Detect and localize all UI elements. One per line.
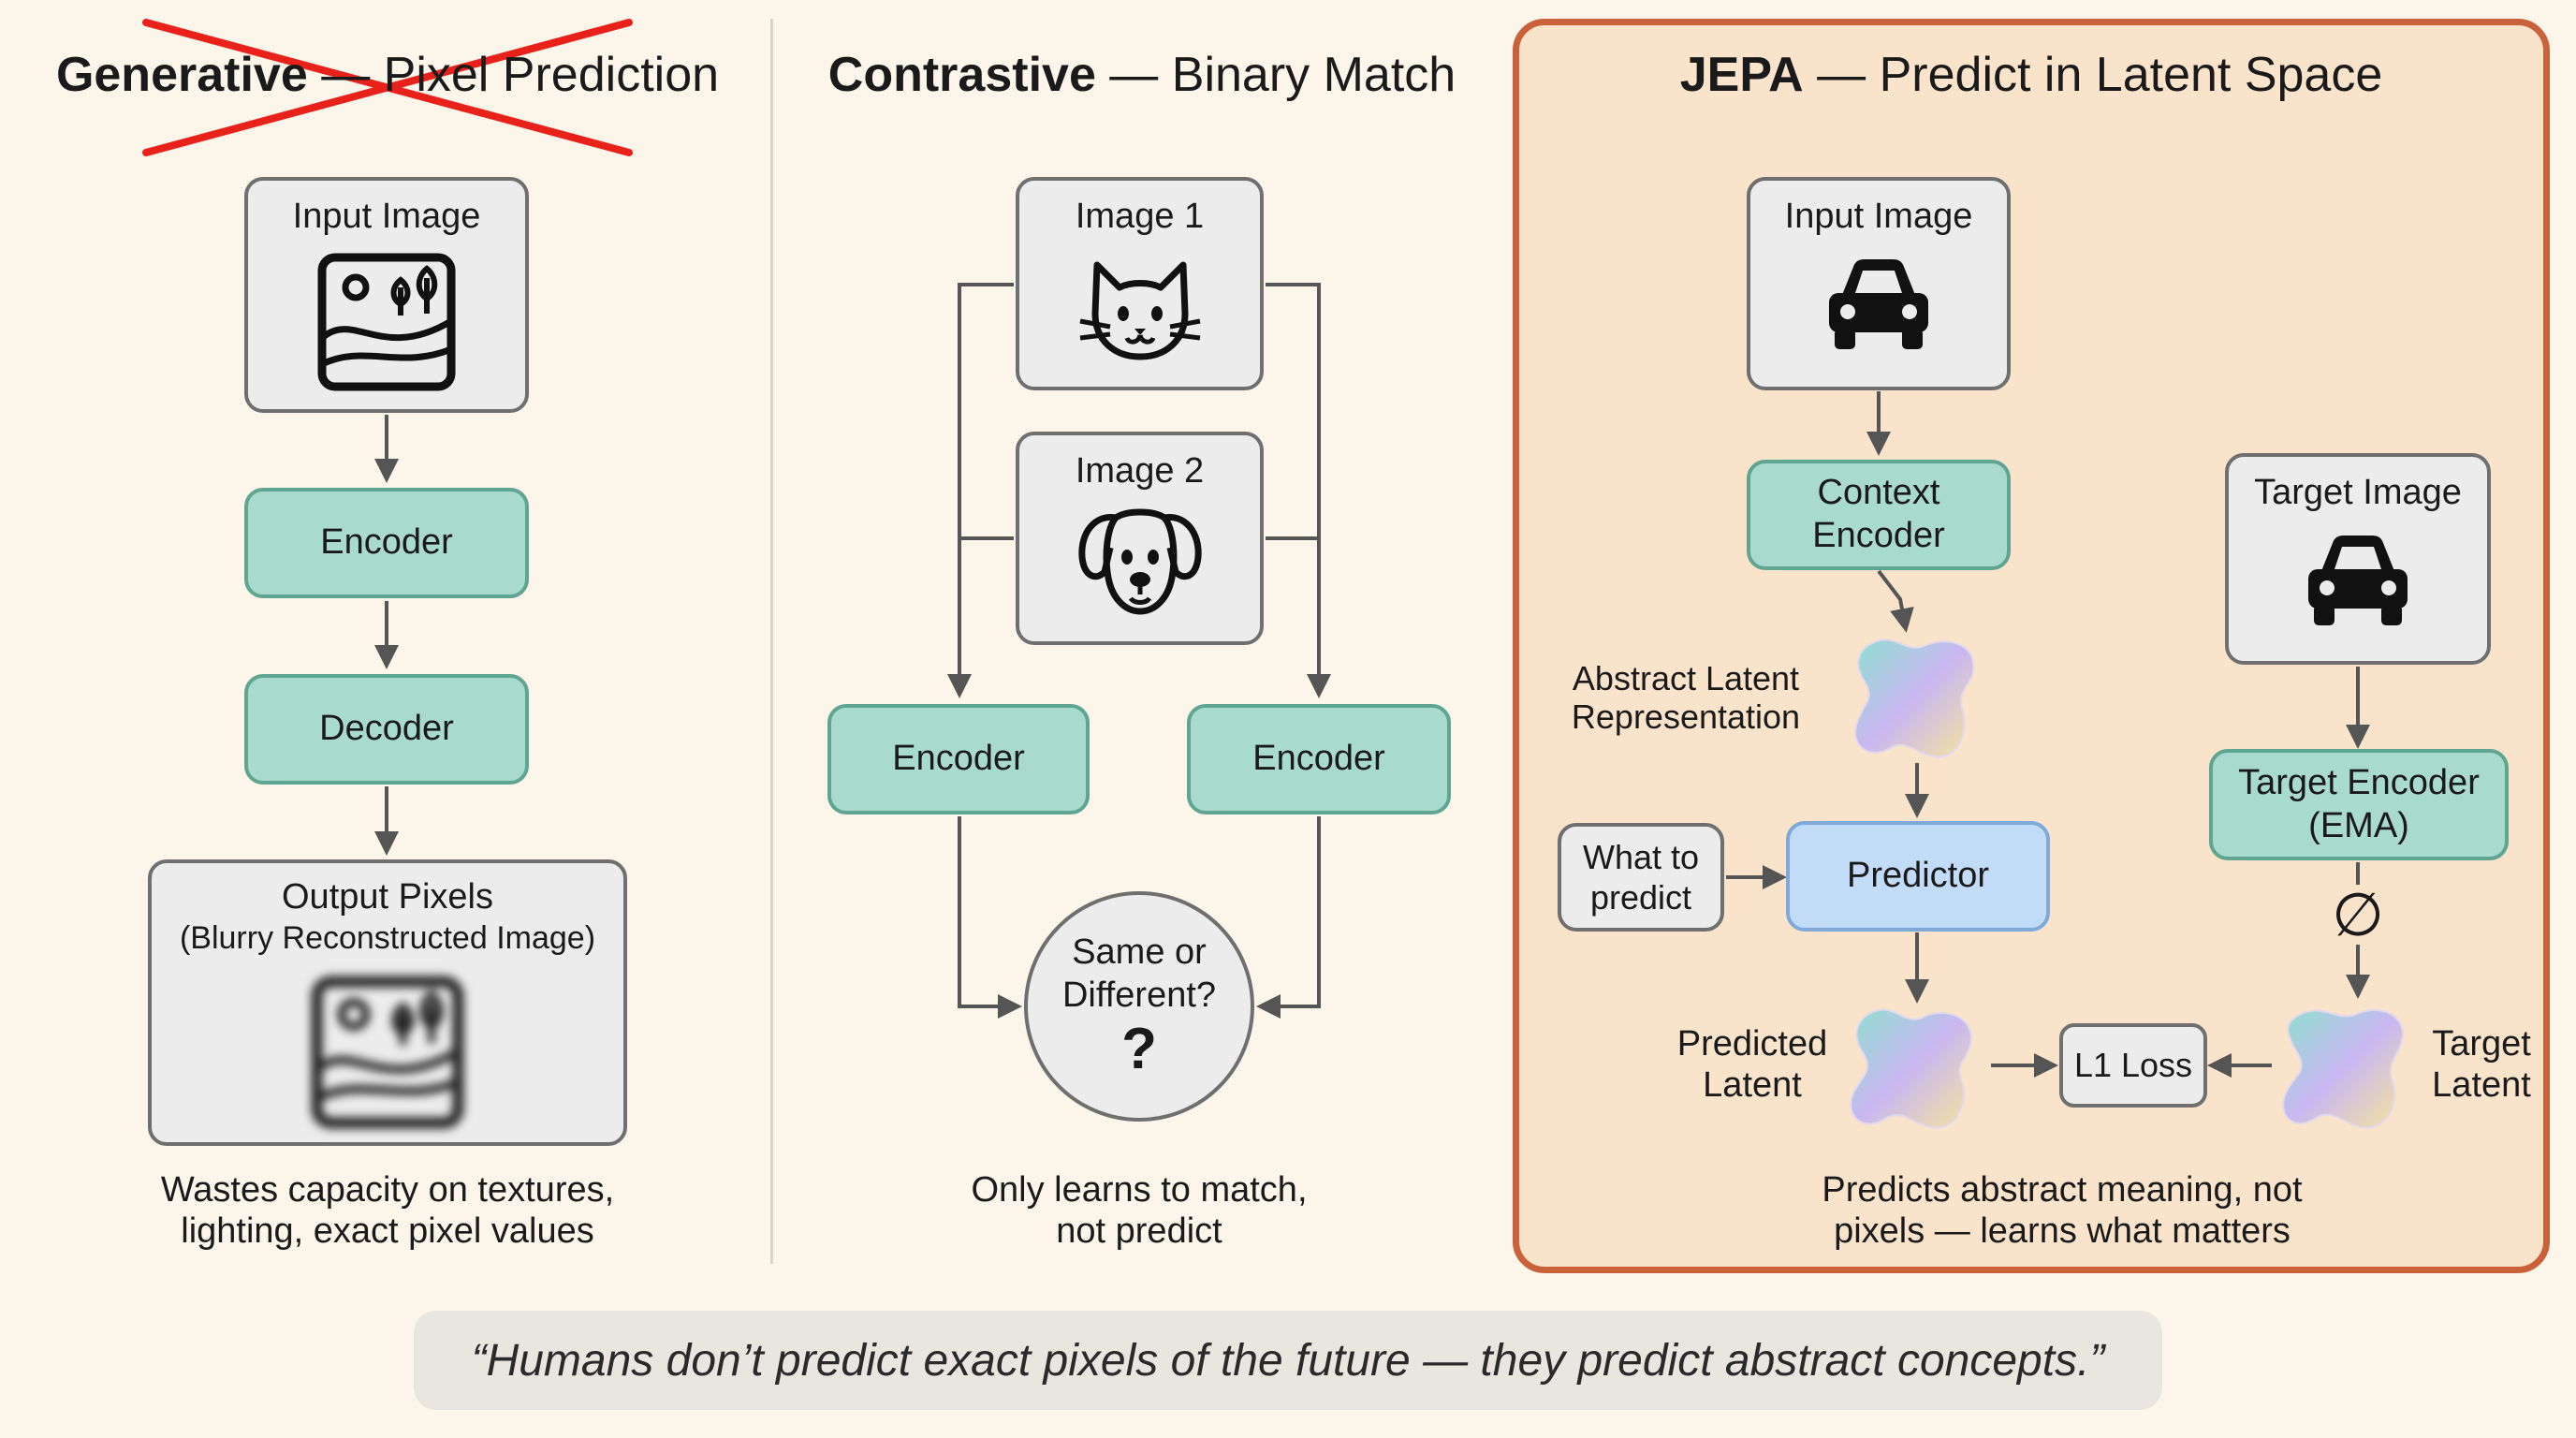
car-icon	[2303, 534, 2413, 627]
quote-text: “Humans don’t predict exact pixels of th…	[471, 1335, 2105, 1386]
generative-encoder-label: Encoder	[320, 522, 453, 563]
contrastive-image1-box: Image 1	[1016, 177, 1264, 390]
jepa-title: JEPA — Predict in Latent Space	[1591, 47, 2471, 103]
contrastive-left-encoder-label: Encoder	[892, 739, 1025, 779]
generative-output-box: Output Pixels (Blurry Reconstructed Imag…	[148, 859, 627, 1146]
contrastive-right-encoder-label: Encoder	[1252, 739, 1385, 779]
question-mark-icon: ?	[1121, 1016, 1157, 1081]
jepa-target-encoder-box: Target Encoder (EMA)	[2209, 749, 2509, 860]
contrastive-left-encoder-box: Encoder	[827, 704, 1090, 814]
jepa-caption-line2: pixels — learns what matters	[1834, 1211, 2291, 1251]
stop-gradient-icon: ∅	[2327, 885, 2389, 945]
jepa-caption-line1: Predicts abstract meaning, not	[1822, 1170, 2303, 1210]
latent-blob-icon	[1854, 638, 1975, 758]
line-left-encoder-to-decision	[958, 816, 1022, 1019]
generative-title: Generative — Pixel Prediction	[54, 47, 721, 103]
contrastive-image2-box: Image 2	[1016, 432, 1264, 645]
jepa-context-encoder-line2: Encoder	[1812, 516, 1945, 555]
contrastive-right-encoder-box: Encoder	[1187, 704, 1451, 814]
jepa-abstract-latent-line1: Abstract Latent	[1572, 659, 1800, 697]
landscape-icon	[316, 252, 457, 392]
divider-left	[770, 19, 773, 1264]
jepa-predicted-latent-label: Predicted Latent	[1661, 1024, 1844, 1106]
generative-decoder-box: Decoder	[244, 674, 529, 785]
generative-encoder-box: Encoder	[244, 488, 529, 598]
contrastive-caption: Only learns to match, not predict	[899, 1170, 1380, 1252]
contrastive-caption-line1: Only learns to match,	[971, 1170, 1308, 1210]
generative-caption-line1: Wastes capacity on textures,	[160, 1170, 615, 1210]
jepa-target-latent-line1: Target	[2432, 1024, 2531, 1064]
jepa-predictor-label: Predictor	[1846, 856, 1990, 896]
cross-out-mark	[142, 19, 633, 156]
jepa-predicted-latent-line2: Latent	[1703, 1064, 1802, 1105]
contrastive-decision-circle: Same or Different? ?	[1024, 891, 1254, 1122]
jepa-target-image-label: Target Image	[2254, 473, 2462, 512]
contrastive-decision-line2: Different?	[1061, 975, 1217, 1015]
contrastive-caption-line2: not predict	[1056, 1211, 1222, 1251]
cat-icon	[1076, 246, 1204, 364]
contrastive-title: Contrastive — Binary Match	[805, 47, 1479, 103]
dog-icon	[1075, 501, 1206, 617]
car-icon	[1823, 257, 1934, 351]
jepa-abstract-latent-line2: Representation	[1571, 697, 1801, 737]
generative-decoder-label: Decoder	[319, 709, 454, 749]
jepa-context-encoder-box: Context Encoder	[1747, 460, 2011, 570]
latent-blob-icon	[1850, 1008, 1972, 1129]
jepa-predictor-box: Predictor	[1786, 821, 2050, 932]
generative-title-bold: Generative	[55, 48, 308, 102]
jepa-title-bold: JEPA	[1679, 48, 1804, 102]
jepa-target-encoder-line1: Target Encoder	[2238, 762, 2480, 802]
jepa-title-rest: — Predict in Latent Space	[1803, 48, 2383, 102]
jepa-input-image-box: Input Image	[1747, 177, 2011, 390]
contrastive-decision-line1: Same or	[1072, 932, 1207, 973]
jepa-target-latent-line2: Latent	[2432, 1064, 2531, 1105]
jepa-caption: Predicts abstract meaning, not pixels — …	[1685, 1170, 2439, 1252]
quote-banner: “Humans don’t predict exact pixels of th…	[414, 1311, 2162, 1410]
jepa-what-to-predict-box: What to predict	[1558, 823, 1724, 932]
jepa-loss-box: L1 Loss	[2059, 1023, 2207, 1108]
contrastive-image1-label: Image 1	[1075, 197, 1205, 236]
jepa-what-to-predict-line1: What to	[1582, 837, 1700, 876]
jepa-target-encoder-line2: (EMA)	[2308, 805, 2409, 845]
blurry-landscape-icon	[311, 976, 464, 1129]
latent-blob-icon	[2282, 1008, 2404, 1129]
jepa-what-to-predict-line2: predict	[1589, 878, 1692, 917]
line-image1-to-right-encoder	[1266, 283, 1331, 698]
arrow-context-encoder-to-latent	[1877, 569, 1914, 633]
generative-title-rest: — Pixel Prediction	[307, 48, 720, 102]
jepa-context-encoder-line1: Context	[1817, 473, 1940, 513]
generative-caption-line2: lighting, exact pixel values	[181, 1211, 594, 1251]
jepa-abstract-latent-label: Abstract Latent Representation	[1561, 659, 1810, 737]
generative-input-image-box: Input Image	[244, 177, 529, 413]
jepa-loss-label: L1 Loss	[2073, 1046, 2193, 1085]
jepa-target-latent-label: Target Latent	[2422, 1024, 2540, 1106]
generative-output-label: Output Pixels	[282, 877, 493, 917]
jepa-input-label: Input Image	[1784, 197, 1973, 236]
contrastive-image2-label: Image 2	[1075, 451, 1205, 491]
generative-output-sublabel: (Blurry Reconstructed Image)	[179, 919, 596, 956]
contrastive-title-bold: Contrastive	[827, 48, 1096, 102]
line-right-encoder-to-decision	[1256, 816, 1321, 1019]
generative-input-label: Input Image	[292, 197, 481, 236]
generative-caption: Wastes capacity on textures, lighting, e…	[112, 1170, 663, 1252]
jepa-target-image-box: Target Image	[2225, 453, 2491, 665]
line-image1-to-left-encoder	[947, 283, 1014, 698]
jepa-predicted-latent-line1: Predicted	[1676, 1024, 1828, 1064]
contrastive-title-rest: — Binary Match	[1095, 48, 1456, 102]
